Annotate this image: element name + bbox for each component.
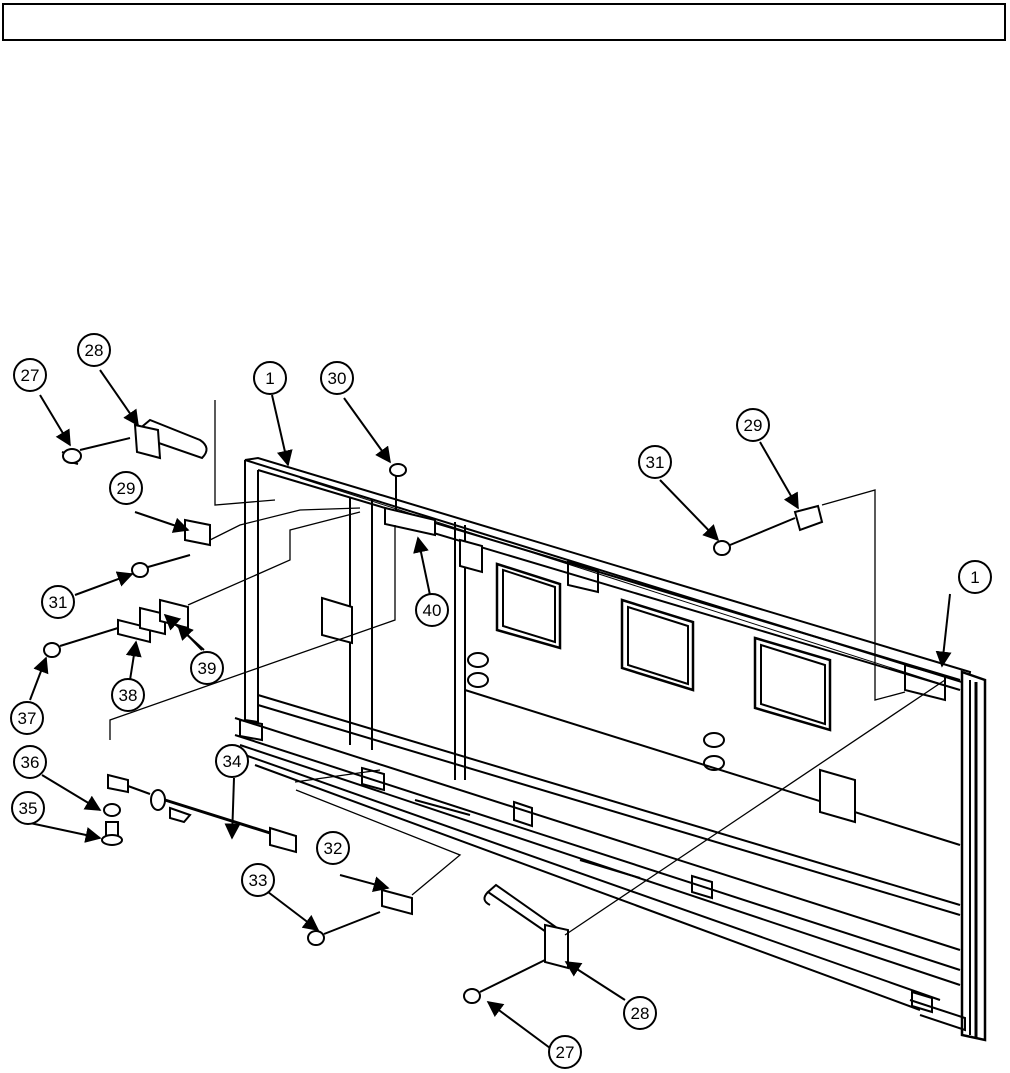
callout-arrows xyxy=(30,370,950,1048)
callout-38: 38 xyxy=(112,679,144,711)
callout-36: 36 xyxy=(14,746,46,778)
callout-label: 35 xyxy=(19,799,38,818)
callout-label: 31 xyxy=(646,453,665,472)
callout-39: 39 xyxy=(191,652,223,684)
callout-label: 29 xyxy=(117,479,136,498)
callout-1-right: 1 xyxy=(959,561,991,593)
callout-27-lower: 27 xyxy=(549,1036,581,1068)
main-panel xyxy=(235,458,985,1040)
callout-28-lower: 28 xyxy=(624,997,656,1029)
callout-28-upper: 28 xyxy=(78,334,110,366)
callout-label: 31 xyxy=(49,593,68,612)
callout-40: 40 xyxy=(416,594,448,626)
callout-label: 38 xyxy=(119,686,138,705)
callout-37: 37 xyxy=(11,702,43,734)
callout-label: 27 xyxy=(556,1043,575,1062)
callout-label: 33 xyxy=(249,871,268,890)
callout-29-left: 29 xyxy=(110,472,142,504)
callout-label: 34 xyxy=(223,752,242,771)
callout-27-upper: 27 xyxy=(14,359,46,391)
callout-29-right: 29 xyxy=(737,409,769,441)
callout-label: 32 xyxy=(324,839,343,858)
callout-label: 30 xyxy=(328,369,347,388)
callout-label: 1 xyxy=(265,369,274,388)
hardware-parts xyxy=(44,420,822,1003)
callout-label: 1 xyxy=(970,568,979,587)
callout-35: 35 xyxy=(12,792,44,824)
callout-34: 34 xyxy=(216,745,248,777)
callout-label: 39 xyxy=(198,659,217,678)
callout-33: 33 xyxy=(242,864,274,896)
callout-label: 28 xyxy=(85,341,104,360)
callout-31-right: 31 xyxy=(639,446,671,478)
callout-label: 36 xyxy=(21,753,40,772)
callout-label: 37 xyxy=(18,709,37,728)
callout-label: 40 xyxy=(423,601,442,620)
callout-1-left: 1 xyxy=(254,362,286,394)
callout-label: 29 xyxy=(744,416,763,435)
callout-31-left: 31 xyxy=(42,586,74,618)
callout-30: 30 xyxy=(321,362,353,394)
callout-label: 28 xyxy=(631,1004,650,1023)
callout-label: 27 xyxy=(21,366,40,385)
callout-32: 32 xyxy=(317,832,349,864)
